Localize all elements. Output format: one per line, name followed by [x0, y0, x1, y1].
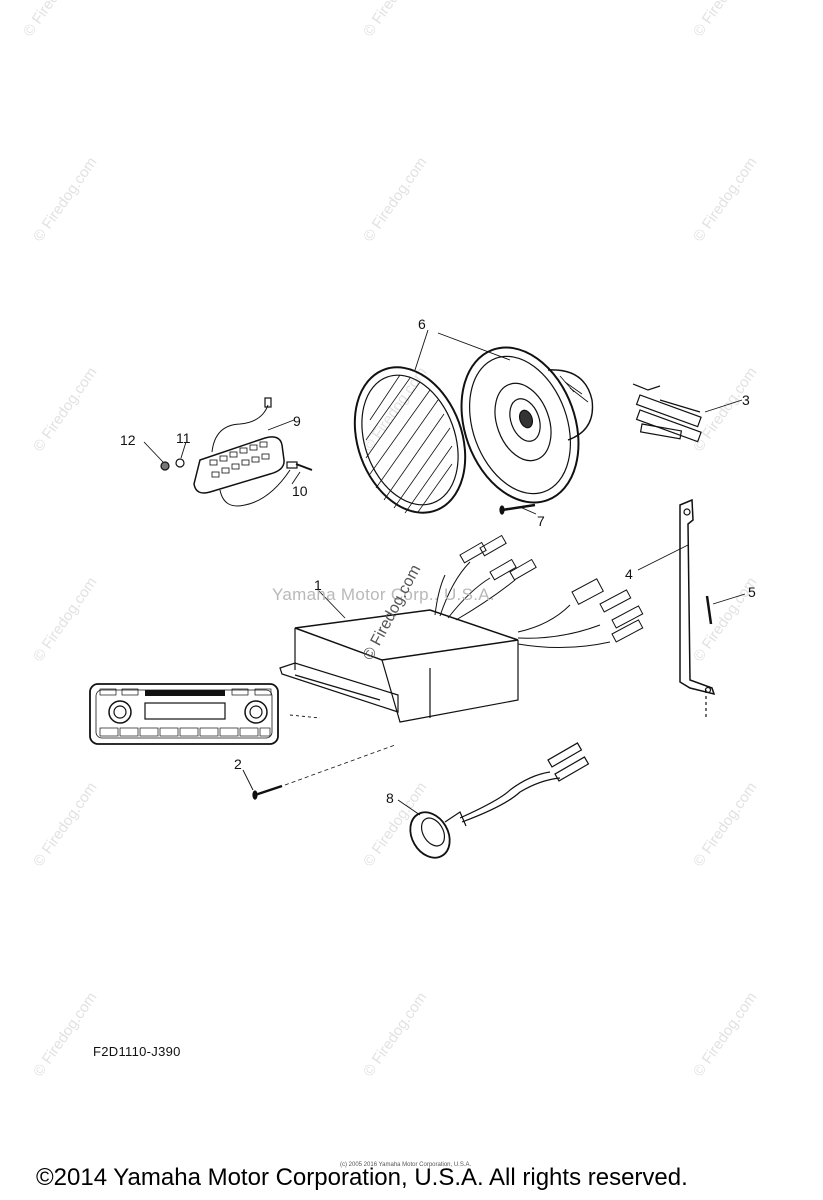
- callout-8: 8: [386, 790, 394, 806]
- head-unit-faceplate: [89, 683, 279, 745]
- speaker-grille: [353, 366, 467, 514]
- watermark-center: Yamaha Motor Corp., U.S.A.: [272, 585, 495, 604]
- speaker-screw: [499, 503, 536, 515]
- head-unit-wiring: [434, 534, 644, 649]
- tiny-copyright: (c) 2005 2016 Yamaha Motor Corporation, …: [340, 1162, 472, 1168]
- callout-9: 9: [293, 413, 301, 429]
- leader-lines: [143, 329, 746, 816]
- footer-copyright: ©2014 Yamaha Motor Corporation, U.S.A. A…: [36, 1164, 688, 1191]
- callout-6: 6: [418, 316, 426, 332]
- nut: [160, 461, 170, 471]
- drawing-code: F2D1110-J390: [93, 1044, 181, 1059]
- callout-7: 7: [537, 513, 545, 529]
- callout-10: 10: [292, 483, 308, 499]
- callout-3: 3: [742, 392, 750, 408]
- connector-harness: [632, 383, 702, 443]
- callout-2: 2: [234, 756, 242, 772]
- small-screw: [295, 463, 313, 471]
- aux-input-jack: [409, 742, 590, 859]
- mounting-screw: [252, 744, 396, 800]
- bracket-screw: [705, 595, 713, 625]
- callout-5: 5: [748, 584, 756, 600]
- callout-12: 12: [120, 432, 136, 448]
- coaxial-speaker: [460, 346, 594, 504]
- washer: [175, 458, 185, 468]
- remote-control: [193, 397, 298, 507]
- callout-11: 11: [176, 430, 191, 446]
- head-unit-chassis: [279, 609, 519, 723]
- callout-1: 1: [314, 577, 322, 593]
- callout-4: 4: [625, 566, 633, 582]
- mounting-bracket: [679, 498, 716, 718]
